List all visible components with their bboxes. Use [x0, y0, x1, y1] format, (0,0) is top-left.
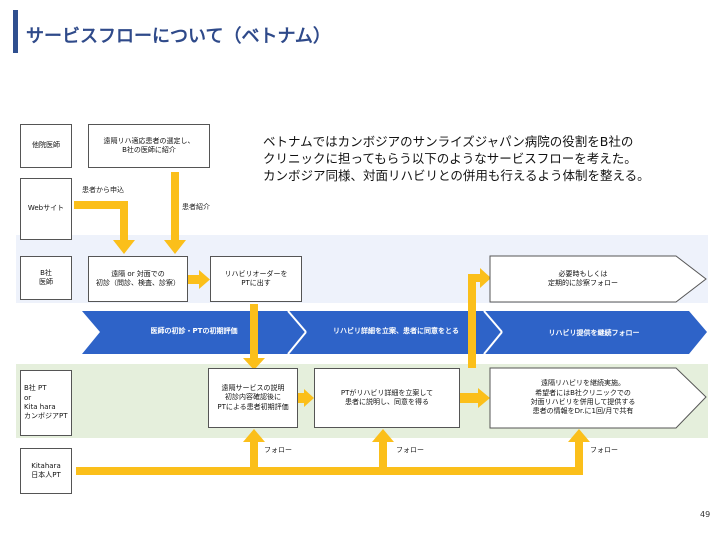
title-accent-bar: [13, 10, 18, 53]
label-patient-referral: 患者紹介: [182, 203, 210, 211]
label-follow: フォロー: [590, 446, 618, 454]
description: ベトナムではカンボジアのサンライズジャパン病院の役割をB社の クリニックに担って…: [263, 134, 713, 185]
actor-b-pt: B社 PT or Kita hara カンボジアPT: [20, 370, 72, 436]
phase-label: 医師の初診・PTの初期評価: [150, 327, 238, 335]
phase-chevron-2: [288, 311, 502, 354]
page-number: 49: [700, 510, 711, 519]
phase-label: リハビリ詳細を立案、患者に同意をとる: [333, 327, 459, 335]
actor-kitahara-pt: Kitahara 日本人PT: [20, 448, 72, 494]
arrow-explain-to-plan: [298, 393, 306, 403]
page-title: サービスフローについて（ベトナム）: [26, 26, 331, 47]
box-select-patients: 遠隔リハ適応患者の選定し、 B社の医師に紹介: [88, 124, 210, 168]
arrow-plan-to-continue: [460, 393, 480, 403]
actor-b-doctor: B社 医師: [20, 256, 72, 300]
actor-website: Webサイト: [20, 178, 72, 240]
box-periodic-followup-shape: [489, 255, 707, 303]
box-service-explain: 遠隔サービスの説明 初診内容確認後に PTによる患者初期評価: [208, 368, 298, 428]
arrow-continue-to-followup: [468, 278, 476, 368]
label-patient-apply: 患者から申込: [82, 186, 124, 194]
arrow-exam-to-order: [188, 275, 200, 284]
box-continue-rehab: 遠隔リハビリを継続実施。 希望者にはB社クリニックでの 対面リハビリを併用して提…: [530, 379, 636, 416]
box-first-exam: 遠隔 or 対面での 初診（問診、検査、診察）: [88, 256, 188, 302]
box-periodic-followup: 必要時もしくは 定期的に診察フォロー: [548, 269, 618, 287]
arrow-website-to-exam: [74, 201, 124, 209]
label-follow: フォロー: [396, 446, 424, 454]
follow-line: [76, 467, 583, 475]
box-continue-rehab-shape: [489, 367, 707, 429]
arrow-referral: [171, 172, 179, 241]
description-line: クリニックに担ってもらう以下のようなサービスフローを考えた。: [263, 150, 637, 166]
phase-chevron-3: [484, 311, 707, 354]
box-pt-plan: PTがリハビリ詳細を立案して 患者に説明し、同意を得る: [314, 368, 460, 428]
box-rehab-order: リハビリオーダーを PTに出す: [210, 256, 302, 302]
phase-label: リハビリ提供を継続フォロー: [548, 329, 640, 337]
arrow-order-to-pt: [250, 304, 258, 360]
description-line: カンボジア同様、対面リハビリとの併用も行えるよう体制を整える。: [263, 167, 650, 183]
actor-other-hospital: 他院医師: [20, 124, 72, 168]
label-follow: フォロー: [264, 446, 292, 454]
description-line: ベトナムではカンボジアのサンライズジャパン病院の役割をB社の: [263, 134, 634, 149]
